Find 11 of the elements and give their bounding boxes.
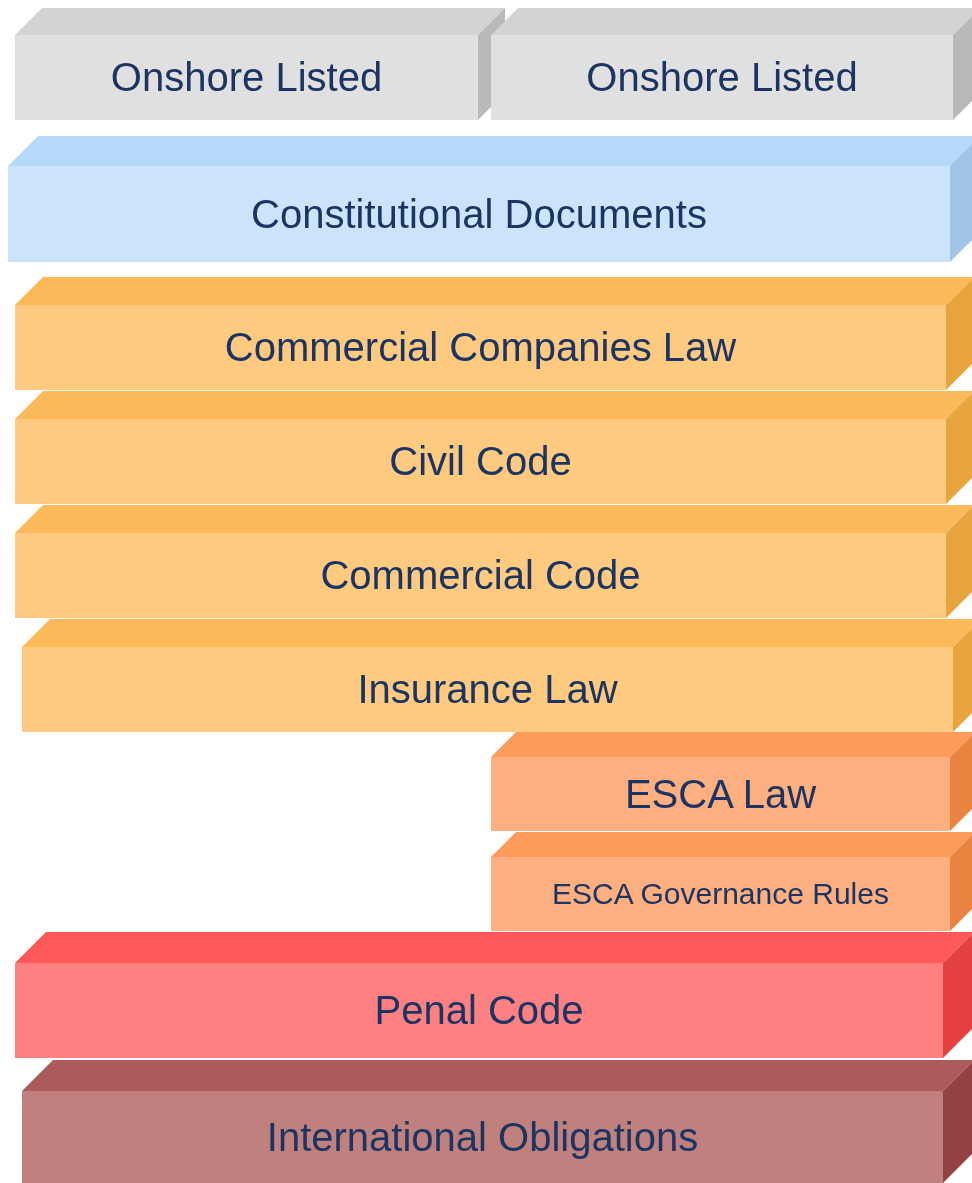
layer-label: ESCA Law: [624, 771, 817, 817]
layer-label: Commercial Companies Law: [224, 325, 737, 370]
layer-label: ESCA Governance Rules: [552, 877, 889, 911]
layer-label: International Obligations: [266, 1114, 699, 1160]
layer-label: Onshore Listed: [110, 55, 383, 100]
layer-label: Penal Code: [374, 988, 584, 1033]
layer-label: Civil Code: [389, 439, 572, 484]
layer-label: Commercial Code: [320, 553, 641, 598]
layer-label: Onshore Listed: [586, 55, 858, 100]
layer-label: Constitutional Documents: [251, 191, 707, 237]
layer-label: Insurance Law: [357, 667, 618, 712]
